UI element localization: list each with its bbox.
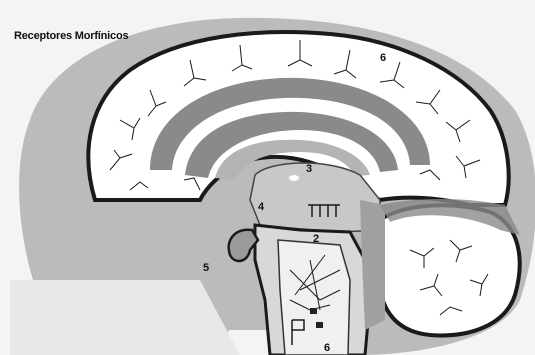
label-6-cortex: 6: [380, 52, 386, 64]
label-5-face: 5: [203, 262, 209, 274]
face-region: [10, 280, 240, 355]
thalamus-spot: [289, 175, 299, 181]
label-2-midbrain: 2: [313, 233, 319, 245]
brainstem-node-2: [316, 322, 323, 328]
brainstem-node-1: [310, 308, 317, 314]
label-4-hypothalamus: 4: [258, 201, 264, 213]
diagram-title: Receptores Morfínicos: [14, 30, 128, 42]
label-6-brainstem: 6: [324, 342, 330, 354]
brainstem-inner: [278, 240, 350, 355]
label-3-thalamus: 3: [306, 163, 312, 175]
